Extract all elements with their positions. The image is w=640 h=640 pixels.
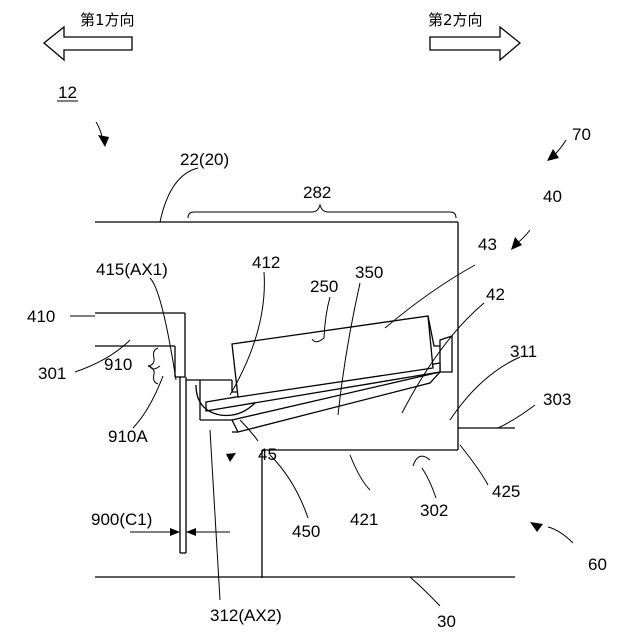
label-70: 70: [572, 125, 591, 144]
label-910: 910: [104, 355, 132, 374]
plate-c1: [180, 377, 186, 553]
label-282: 282: [303, 183, 331, 202]
label-900: 900(C1): [91, 510, 152, 529]
label-250: 250: [310, 277, 338, 296]
notch-302: [413, 456, 430, 466]
label-43: 43: [478, 235, 497, 254]
label-415: 415(AX1): [96, 260, 168, 279]
label-30: 30: [437, 612, 456, 631]
label-412: 412: [252, 253, 280, 272]
label-42: 42: [486, 285, 505, 304]
label-450: 450: [292, 522, 320, 541]
second-direction-label: 第2方向: [428, 11, 483, 29]
first-direction-arrow-icon: [44, 27, 132, 60]
label-301: 301: [38, 364, 66, 383]
label-12: 12: [58, 83, 77, 102]
label-421: 421: [350, 510, 378, 529]
first-direction-label: 第1方向: [80, 11, 135, 29]
second-direction-arrow-icon: [430, 27, 520, 60]
label-311: 311: [510, 342, 537, 361]
bracket-282: [188, 205, 456, 218]
label-22: 22(20): [180, 150, 229, 169]
label-45: 45: [258, 445, 277, 464]
label-303: 303: [543, 390, 571, 409]
label-410: 410: [27, 307, 55, 326]
label-910a: 910A: [108, 427, 148, 446]
label-425: 425: [492, 482, 520, 501]
label-60: 60: [588, 555, 607, 574]
label-40: 40: [543, 187, 562, 206]
label-302: 302: [420, 501, 448, 520]
brace-910: [148, 348, 158, 384]
label-312: 312(AX2): [210, 606, 282, 625]
label-350: 350: [355, 263, 383, 282]
